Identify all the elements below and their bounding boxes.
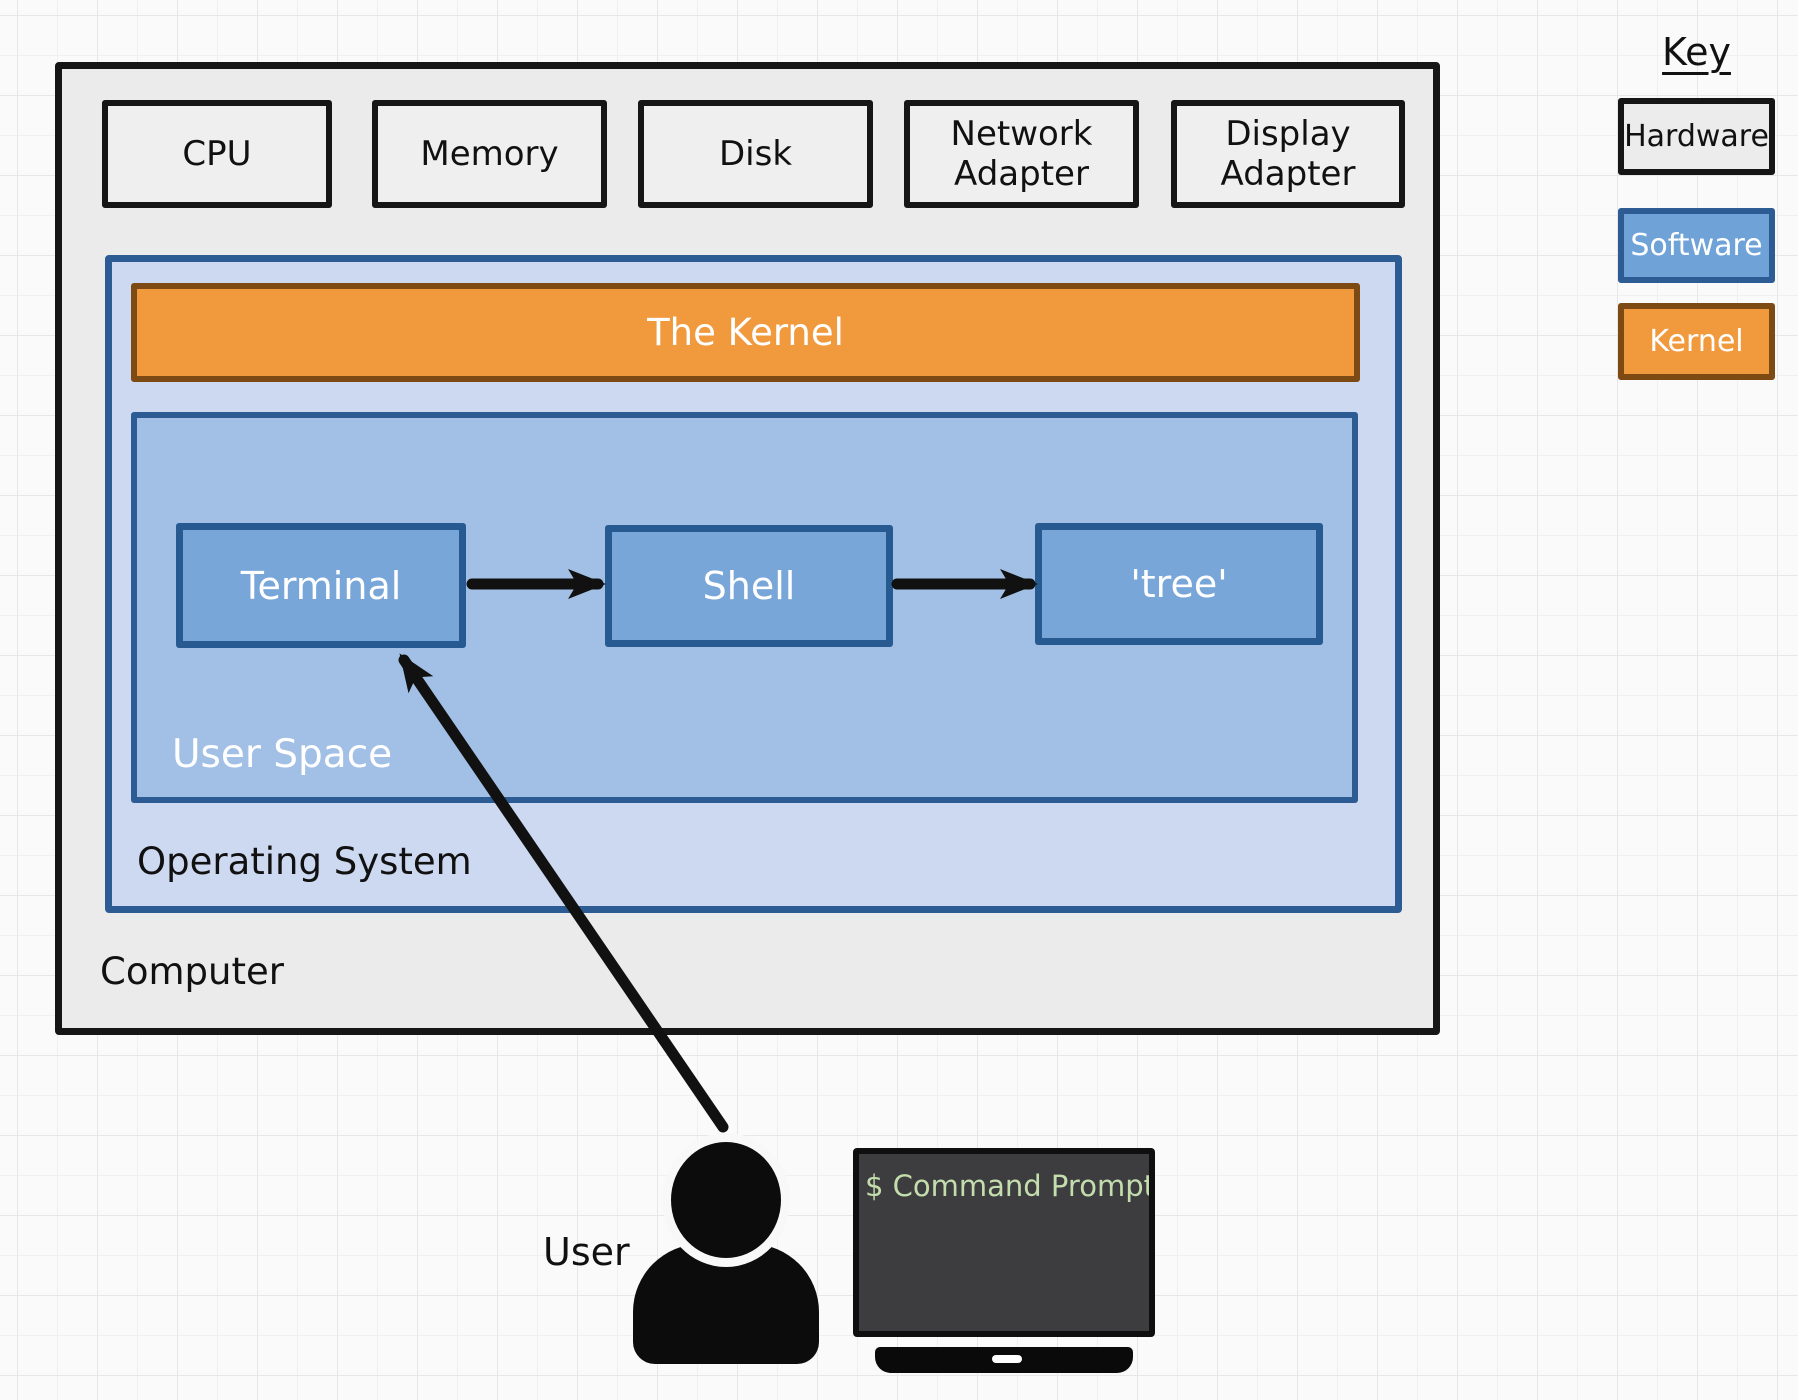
shell-label: Shell: [702, 564, 796, 608]
key-item-kernel: Kernel: [1618, 303, 1775, 380]
shell-box: Shell: [605, 525, 893, 647]
tree-label: 'tree': [1130, 562, 1228, 606]
kernel-label: The Kernel: [647, 311, 844, 354]
user-head-icon: [662, 1133, 790, 1267]
tree-box: 'tree': [1035, 523, 1323, 645]
key-item-software: Software: [1618, 208, 1775, 283]
key-label-software: Software: [1630, 228, 1763, 263]
hardware-box-display-adapter: Display Adapter: [1171, 100, 1405, 208]
kernel-bar: The Kernel: [131, 283, 1360, 382]
key-item-hardware: Hardware: [1618, 98, 1775, 175]
terminal-box: Terminal: [176, 523, 466, 648]
hardware-box-memory: Memory: [372, 100, 607, 208]
monitor-notch: [992, 1355, 1022, 1363]
hardware-label-display-adapter: Display Adapter: [1220, 113, 1356, 194]
hardware-label-memory: Memory: [420, 133, 559, 174]
terminal-label: Terminal: [240, 563, 402, 608]
command-prompt-text: $ Command Prompt: [865, 1169, 1155, 1203]
computer-label: Computer: [100, 950, 284, 993]
monitor-base-icon: [875, 1347, 1133, 1373]
user-space-label: User Space: [172, 732, 393, 777]
key-label-kernel: Kernel: [1649, 324, 1744, 359]
key-label-hardware: Hardware: [1624, 119, 1769, 154]
hardware-label-cpu: CPU: [182, 133, 252, 174]
hardware-label-disk: Disk: [718, 133, 793, 174]
operating-system-label: Operating System: [137, 840, 472, 883]
hardware-box-disk: Disk: [638, 100, 873, 208]
monitor-icon: $ Command Prompt: [853, 1148, 1155, 1337]
user-label: User: [543, 1230, 630, 1274]
hardware-box-cpu: CPU: [102, 100, 332, 208]
hardware-label-network-adapter: Network Adapter: [950, 113, 1093, 194]
hardware-box-network-adapter: Network Adapter: [904, 100, 1139, 208]
key-title: Key: [1662, 30, 1731, 74]
